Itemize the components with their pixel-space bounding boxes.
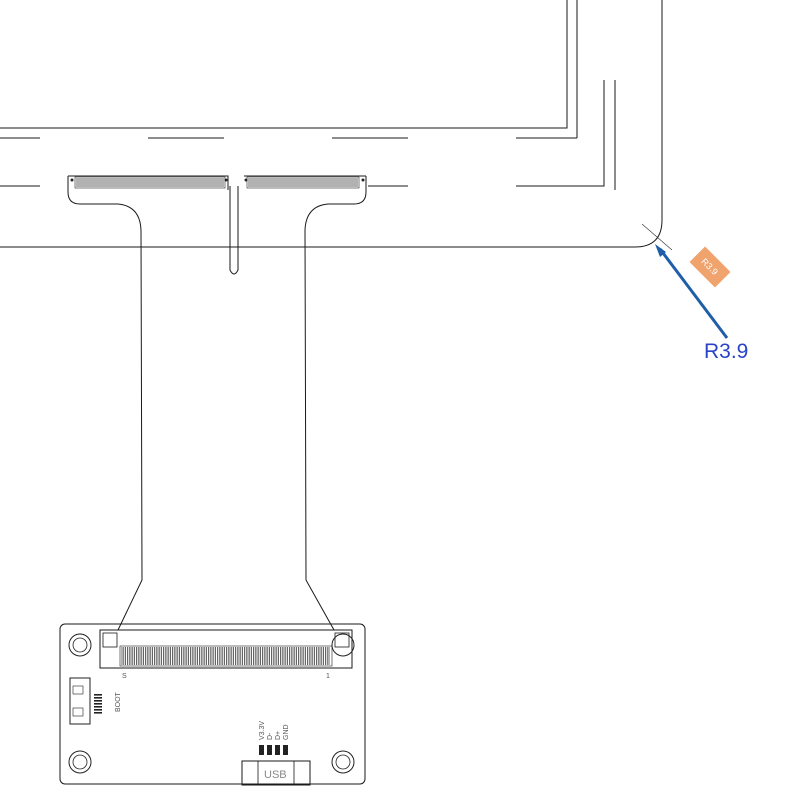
board-outline	[59, 623, 366, 785]
stamp: R3.9	[689, 246, 731, 288]
side-pin	[94, 709, 102, 711]
pin-label-dplus: D+	[275, 731, 282, 740]
board-connector	[99, 629, 353, 669]
mount-hole-bottom-left	[68, 750, 92, 774]
side-pin	[94, 712, 102, 714]
panel-outline	[0, 0, 673, 251]
side-label: BOOT	[115, 691, 122, 712]
right-pin-strip	[246, 176, 360, 189]
usb-label: USB	[264, 769, 287, 781]
mount-hole-bottom-right	[331, 750, 355, 774]
mount-hole-top-left	[68, 633, 92, 657]
dimension-arrowhead	[655, 244, 666, 257]
connector-left-pin: S	[122, 673, 127, 680]
fpc-tail	[67, 175, 367, 631]
side-pin	[94, 706, 102, 708]
adapter-board: S 1 BOOT V3.3V D- D+ GND USB	[59, 623, 366, 786]
side-pin	[94, 697, 102, 699]
connector-right-pin: 1	[326, 673, 330, 680]
mount-hole-top-right	[331, 633, 355, 657]
pin-label-dminus: D-	[267, 732, 274, 740]
dimension-arrow-line	[658, 248, 729, 339]
side-connector	[69, 677, 91, 725]
pin-label-vcc: V3.3V	[259, 721, 266, 740]
side-pin	[94, 700, 102, 702]
dimension-label: R3.9	[704, 340, 748, 363]
side-pin	[94, 703, 102, 705]
stamp-box	[689, 246, 731, 288]
left-pin-strip	[74, 176, 226, 189]
side-pin	[94, 694, 102, 696]
pin-label-gnd: GND	[283, 724, 290, 740]
radius-dimension: R3.9	[655, 244, 748, 363]
